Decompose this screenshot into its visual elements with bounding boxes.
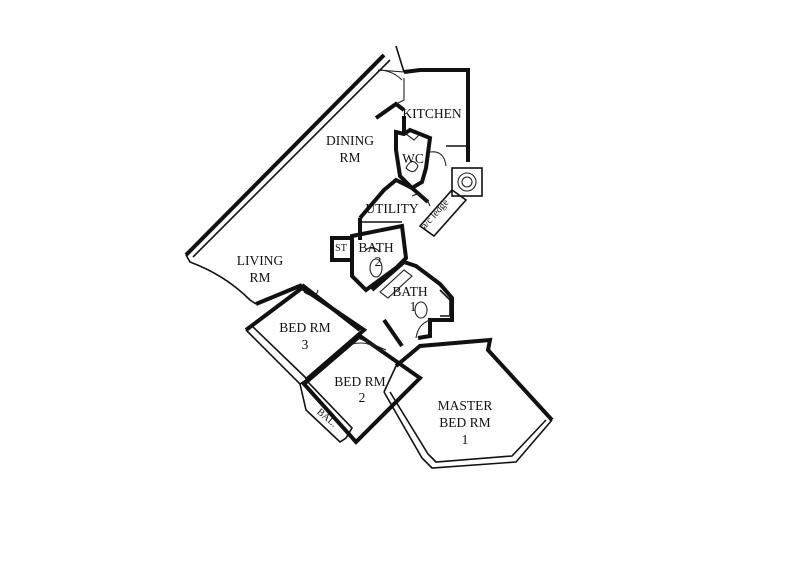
bed-room-2-walls [301,333,424,445]
master-bed-room-walls [383,337,554,469]
bath-1-door-swing [415,319,431,339]
utility-door-swing [411,193,431,207]
bath-1-label-line-1: BATH [392,284,428,299]
ac-ledge-label: a/c ledge [419,197,452,231]
bath-1-toilet-icon [414,301,428,319]
store-label: ST [335,243,347,254]
water-heater-icon [457,172,477,192]
bed-room-2-label-line-2: 2 [359,390,366,405]
master-bed-room-label-line-3: 1 [462,432,469,447]
bath-2-basin-icon [365,246,381,253]
bath-2-label-line-2: 2 [375,254,382,269]
master-bed-room-label-line-1: MASTER [438,398,493,413]
balcony-outline [299,378,354,444]
living-room-label-line-2: RM [249,270,270,285]
wc-walls [394,127,468,191]
bath-2-label-line-1: BATH [358,240,394,255]
bed-room-2-label-line-1: BED RM [334,374,385,389]
wc-door-swing [429,151,447,167]
ac-ledge-outline [418,188,468,238]
service-duct [451,167,483,197]
corridor-walls [300,283,404,348]
wc-label: WC [402,151,424,166]
bath-1-bathtub-icon [379,269,413,299]
bath-2-toilet-icon [369,258,383,278]
bed-room-3-label-line-2: 3 [302,337,309,352]
bed-room-3-label-line-1: BED RM [279,320,330,335]
dining-room-label-line-1: DINING [326,133,374,148]
kitchen-counter [395,78,405,105]
bed-2-door-swing [351,342,381,353]
utility-label: UTILITY [365,201,418,216]
kitchen-walls [374,45,470,162]
wc-basin-icon [405,133,421,141]
kitchen-label: KITCHEN [402,106,461,121]
bath-1-label-line-2: 1 [410,299,417,314]
wc-toilet-icon [405,160,419,173]
living-dining-window-wall [184,53,391,258]
dining-room-label-line-2: RM [339,150,360,165]
bath-1-walls [370,259,454,340]
living-room-walls [185,254,303,306]
master-bed-room-label-line-2: BED RM [439,415,490,430]
living-room-label-line-1: LIVING [237,253,284,268]
